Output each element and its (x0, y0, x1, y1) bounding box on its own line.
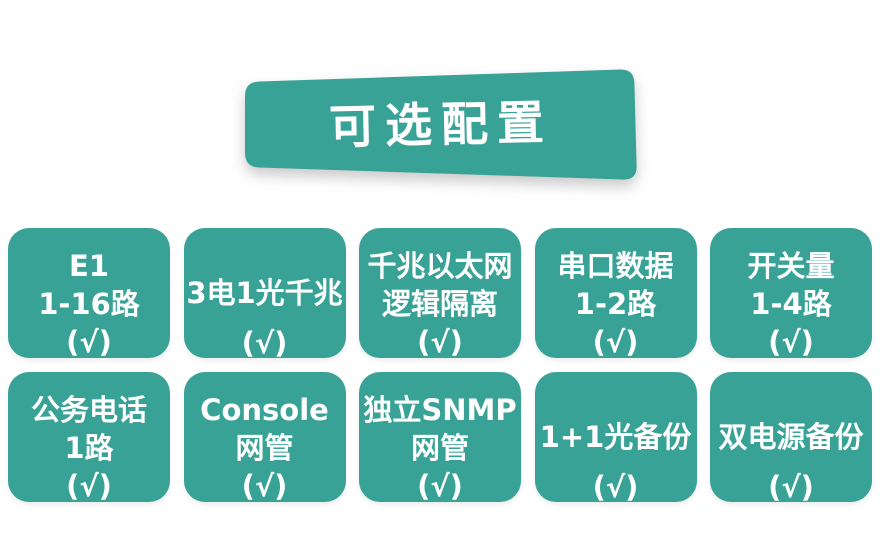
card-line: 1-4路 (750, 287, 832, 321)
check-mark: (√) (417, 469, 463, 503)
card-line: 串口数据 (557, 249, 674, 283)
config-card-e1: E1 1-16路 (√) (8, 228, 170, 359)
card-line: Console (200, 393, 329, 427)
card-line: E1 (69, 249, 109, 283)
check-mark: (√) (768, 470, 814, 504)
config-card-console-nm: Console 网管 (√) (183, 372, 346, 503)
check-mark: (√) (768, 325, 814, 359)
card-line: 双电源备份 (718, 420, 864, 454)
card-line: 1-2路 (574, 287, 657, 321)
card-line: 网管 (235, 431, 294, 465)
config-card-fiber-backup: 1+1光备份 (√) (534, 372, 697, 504)
card-line: 开关量 (747, 249, 835, 283)
config-card-ge-ports: 3电1光千兆 (√) (183, 228, 346, 360)
card-line: 公务电话 (30, 393, 147, 427)
check-mark: (√) (592, 325, 639, 359)
card-line: 网管 (410, 431, 469, 465)
card-line: 千兆以太网 (367, 249, 513, 283)
config-card-snmp-nm: 独立SNMP 网管 (√) (359, 372, 521, 503)
config-card-serial-data: 串口数据 1-2路 (√) (534, 228, 697, 359)
banner-title: 可选配置 (328, 95, 554, 156)
card-line: 1-16路 (38, 287, 140, 321)
config-card-gbe-isolation: 千兆以太网 逻辑隔离 (√) (359, 228, 521, 359)
check-mark: (√) (66, 469, 112, 503)
config-card-power-backup: 双电源备份 (√) (710, 372, 872, 504)
check-mark: (√) (66, 325, 112, 359)
check-mark: (√) (241, 326, 288, 360)
check-mark: (√) (592, 470, 639, 504)
config-card-switch-io: 开关量 1-4路 (√) (710, 228, 872, 359)
check-mark: (√) (417, 325, 463, 359)
config-card-service-phone: 公务电话 1路 (√) (8, 372, 170, 503)
card-line: 独立SNMP (363, 393, 517, 427)
card-line: 逻辑隔离 (381, 287, 498, 321)
card-line: 1+1光备份 (539, 420, 692, 454)
banner-ribbon-shape (245, 69, 637, 180)
card-line: 1路 (64, 431, 114, 465)
check-mark: (√) (241, 469, 288, 503)
config-grid: E1 1-16路 (√) 3电1光千兆 (√) 千兆以太网 逻辑隔离 (√) 串… (0, 228, 880, 504)
card-line: 3电1光千兆 (186, 276, 343, 310)
